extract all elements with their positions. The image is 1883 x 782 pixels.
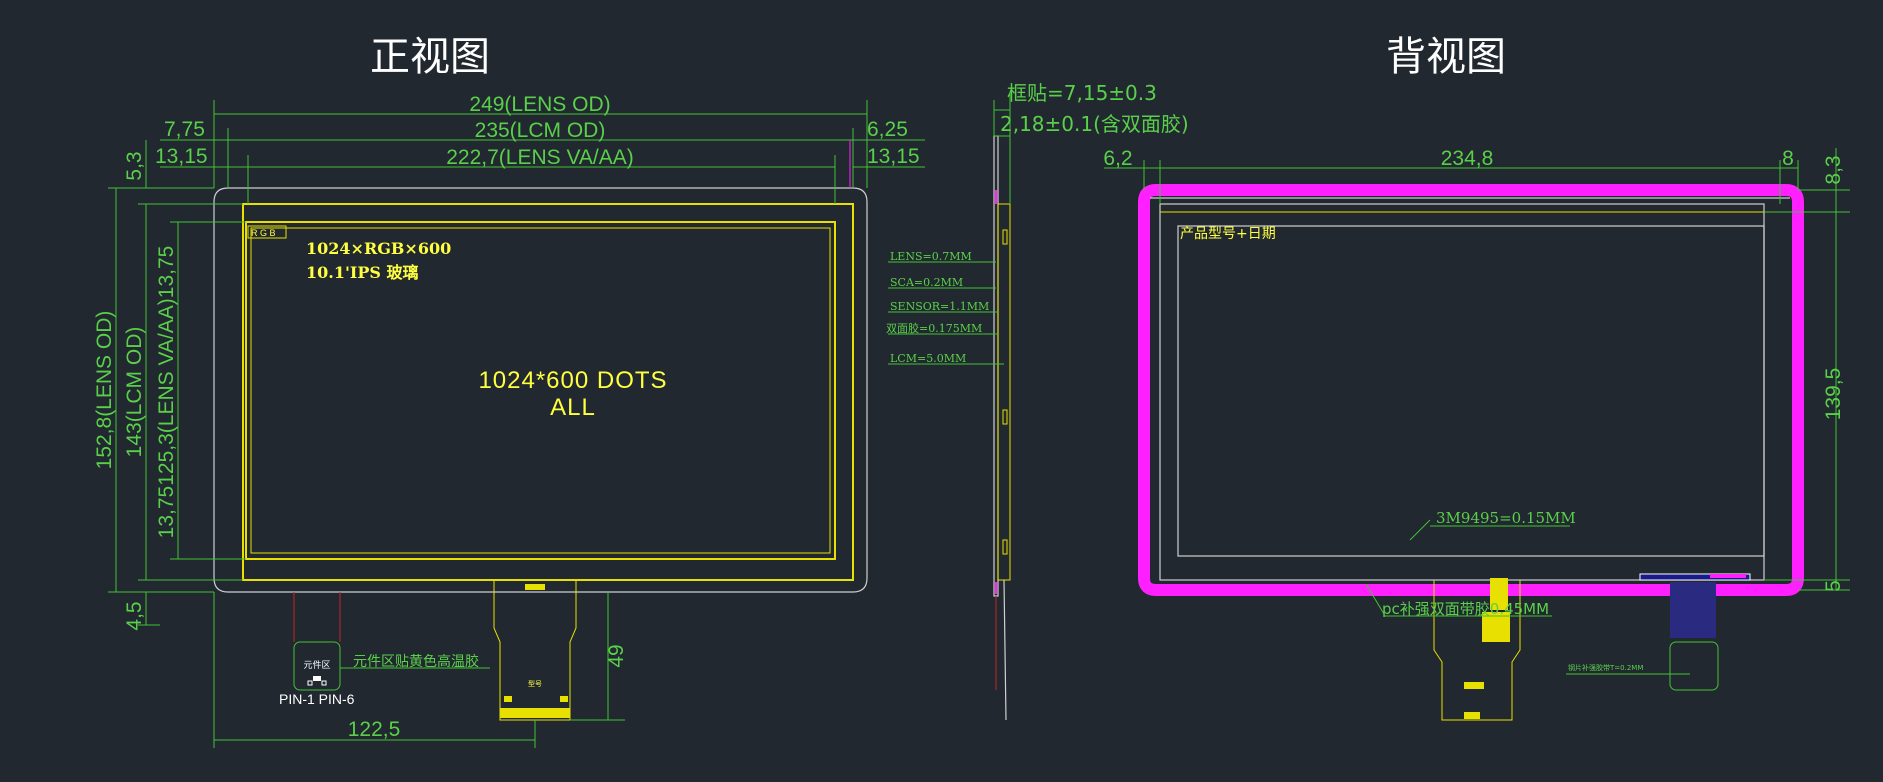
component-box [293, 641, 341, 691]
back-dim-left: 6,2 [1103, 147, 1132, 170]
back-fpc-strip [1490, 578, 1508, 610]
pc-leader [1365, 583, 1385, 615]
fpc-gold-fingers [500, 708, 570, 718]
dim-bottom-45: 4,5 [123, 601, 146, 630]
rgb-label: R G B [251, 228, 276, 238]
side-fpc [1003, 579, 1007, 721]
front-view-title: 正视图 [370, 34, 490, 80]
layer-tape: 双面胶=0.175MM [886, 321, 982, 335]
back-magenta-border [1138, 184, 1804, 596]
component-mark [313, 676, 321, 681]
back-view: 产品型号+日期 3M9495=0.15MM pc补强双面带胶0.45MM 钢片补… [1103, 147, 1850, 721]
back-tape-label: 3M9495=0.15MM [1436, 509, 1576, 527]
touch-fpc-lines [293, 592, 341, 642]
layer-lens: LENS=0.7MM [890, 250, 972, 263]
front-view: R G B 1024×RGB×600 10.1'IPS 玻璃 1024*600 … [93, 93, 925, 748]
back-fpc-pad-2 [1464, 712, 1480, 719]
side-view: 框贴=7,15±0.3 2,18±0.1(含双面胶) LENS=0.7MM SC… [886, 81, 1189, 721]
back-pc-label: pc补强双面带胶0.45MM [1382, 600, 1549, 618]
front-lcm-outline [242, 203, 854, 581]
front-vertical-dims [108, 140, 625, 748]
front-lens-outline [213, 187, 868, 593]
side-layer-leaders [888, 261, 1004, 365]
dots-label: 1024*600 DOTS [478, 367, 667, 394]
spec-resolution: 1024×RGB×600 [306, 239, 451, 258]
side-mark-2 [1002, 409, 1008, 425]
dim-fpc-offset: 122,5 [348, 718, 401, 741]
tape-leader [1409, 519, 1431, 541]
dim-right-625: 6,25 [867, 118, 908, 141]
front-active-area [245, 221, 836, 560]
component-mark-r [321, 680, 327, 686]
dim-lens-od-width: 249(LENS OD) [469, 93, 610, 116]
dim-tape-thickness: 2,18±0.1(含双面胶) [1000, 112, 1189, 136]
back-touch-tail [1670, 582, 1716, 638]
component-note: 元件区贴黄色高温胶 [353, 653, 479, 670]
layer-lcm: LCM=5.0MM [890, 352, 966, 365]
dim-va-width: 222,7(LENS VA/AA) [446, 146, 634, 169]
fpc-pad-right [560, 696, 568, 702]
all-label: ALL [550, 394, 596, 421]
side-mark-1 [1002, 229, 1008, 245]
back-dim-width: 234,8 [1441, 147, 1494, 170]
fpc-pad-left [504, 696, 512, 702]
fpc-label: 型号 [528, 679, 542, 688]
dim-v-lcm-od: 143(LCM OD) [123, 327, 146, 458]
spec-panel: 10.1'IPS 玻璃 [306, 263, 419, 282]
fpc-connector-top [525, 584, 545, 590]
back-fpc-pad-1 [1464, 682, 1484, 689]
side-lcm [997, 203, 1011, 581]
side-mark-3 [1002, 539, 1008, 555]
layer-sca: SCA=0.2MM [890, 276, 963, 289]
back-model-label: 产品型号+日期 [1180, 226, 1276, 242]
dim-lcm-od-width: 235(LCM OD) [475, 119, 606, 142]
side-lens [993, 135, 999, 597]
front-active-inner [250, 227, 831, 554]
back-fpc [1433, 580, 1521, 721]
back-dim-bottom: 5 [1822, 580, 1845, 592]
back-dim-right: 8 [1782, 147, 1794, 170]
back-view-title: 背视图 [1386, 34, 1506, 80]
dim-v-lens-od: 152,8(LENS OD) [93, 311, 116, 470]
back-inner-outline [1177, 225, 1765, 557]
dim-frame-thickness: 框贴=7,15±0.3 [1007, 81, 1157, 105]
dim-left-775: 7,75 [164, 118, 205, 141]
dim-top-53: 5,3 [123, 151, 146, 180]
pin-label: PIN-1 PIN-6 [279, 691, 355, 707]
rgb-box [247, 225, 287, 239]
back-dims [1104, 148, 1850, 591]
component-box-label: 元件区 [303, 659, 330, 671]
dim-right-1315: 13,15 [867, 145, 920, 168]
back-steel-label: 钢片补强胶带T=0.2MM [1568, 663, 1643, 672]
dim-v-va: 13,75125,3(LENS VA/AA)13,75 [155, 246, 178, 539]
back-touch-tape [1710, 574, 1746, 578]
back-steel-box [1669, 641, 1719, 691]
dim-left-1315: 13,15 [155, 145, 208, 168]
layer-sensor: SENSOR=1.1MM [890, 300, 989, 313]
dim-fpc-height: 49 [605, 644, 628, 667]
back-dim-height: 139,5 [1822, 368, 1845, 421]
back-dim-top: 8,3 [1822, 155, 1845, 184]
component-mark-l [307, 680, 313, 686]
front-horizontal-dims [160, 100, 925, 204]
back-touch-fpc-band [1639, 573, 1751, 581]
back-pc-stiffener [1482, 612, 1510, 642]
